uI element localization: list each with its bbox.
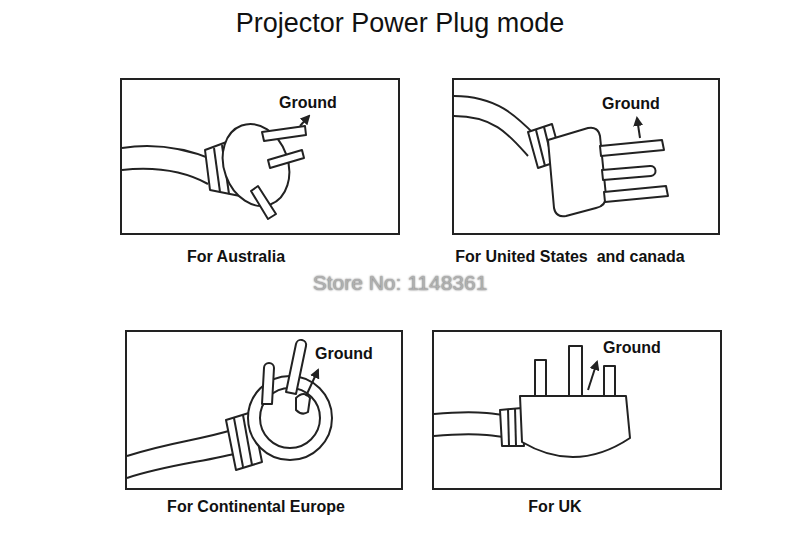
ground-label: Ground xyxy=(315,345,373,363)
plug-caption: For Australia xyxy=(187,248,285,266)
ground-label: Ground xyxy=(602,95,660,113)
australia-plug xyxy=(122,115,309,219)
watermark: Store No: 1148361 xyxy=(313,271,488,295)
us-plug xyxy=(454,96,668,216)
plug-caption: For Continental Europe xyxy=(167,498,345,516)
plug-caption: For United States and canada xyxy=(455,248,684,266)
plug-panel: GroundFor United States and canada xyxy=(452,78,720,235)
uk-plug xyxy=(434,346,630,457)
plug-caption: For UK xyxy=(528,498,581,516)
diagram-title: Projector Power Plug mode xyxy=(0,8,800,39)
ground-label: Ground xyxy=(603,339,661,357)
plug-panel: GroundFor UK xyxy=(432,330,722,490)
plug-panel: GroundFor Continental Europe xyxy=(125,330,403,490)
europe-plug xyxy=(127,340,332,478)
ground-label: Ground xyxy=(279,94,337,112)
plug-panel: GroundFor Australia xyxy=(120,78,400,235)
